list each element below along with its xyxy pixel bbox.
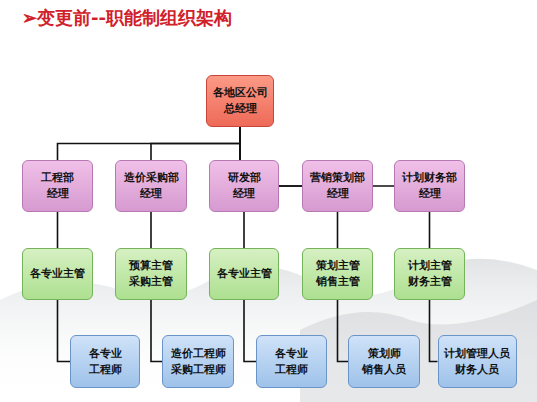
supervisor-box: 各专业主管 — [22, 248, 93, 300]
node-label: 营销策划部 经理 — [309, 170, 367, 202]
node-label: 预算主管 采购主管 — [128, 258, 175, 290]
org-connector — [244, 300, 256, 362]
department-box: 造价采购部 经理 — [115, 160, 187, 212]
department-box: 研发部 经理 — [209, 160, 279, 212]
org-connector — [58, 127, 241, 160]
mountain-silhouette — [300, 300, 537, 402]
department-box: 计划财务部 经理 — [394, 160, 465, 212]
node-label: 造价工程师 采购工程师 — [169, 346, 227, 378]
node-label: 策划师 销售人员 — [361, 346, 408, 378]
node-label: 各专业 工程师 — [274, 346, 310, 378]
org-connector — [337, 212, 339, 248]
head-box: 各地区公司 总经理 — [206, 75, 274, 127]
org-connector — [150, 212, 152, 248]
supervisor-box: 预算主管 采购主管 — [115, 248, 187, 300]
node-label: 计划财务部 经理 — [401, 170, 459, 202]
node-label: 各专业主管 — [215, 266, 273, 282]
staff-box: 计划管理人员 财务人员 — [438, 335, 517, 388]
org-connector — [151, 127, 240, 160]
staff-box: 策划师 销售人员 — [348, 335, 420, 388]
org-connector — [338, 300, 349, 362]
node-label: 研发部 经理 — [226, 170, 262, 202]
staff-box: 造价工程师 采购工程师 — [162, 335, 234, 388]
department-box: 工程部 经理 — [22, 160, 93, 212]
department-box: 营销策划部 经理 — [302, 160, 373, 212]
node-label: 各地区公司 总经理 — [211, 85, 269, 117]
node-label: 计划管理人员 财务人员 — [443, 346, 512, 378]
org-connector — [58, 300, 71, 362]
org-connector — [151, 300, 162, 362]
org-connector — [430, 300, 438, 362]
node-label: 造价采购部 经理 — [122, 170, 180, 202]
org-connector — [57, 212, 59, 248]
org-connector — [243, 212, 245, 248]
staff-box: 各专业 工程师 — [256, 335, 327, 388]
slide-title: ➢变更前--职能制组织架构 — [22, 6, 232, 30]
node-label: 工程部 经理 — [40, 170, 76, 202]
supervisor-box: 各专业主管 — [209, 248, 279, 300]
org-connector — [429, 212, 431, 248]
supervisor-box: 计划主管 财务主管 — [394, 248, 465, 300]
staff-box: 各专业 工程师 — [70, 335, 140, 388]
supervisor-box: 策划主管 销售主管 — [302, 248, 373, 300]
node-label: 计划主管 财务主管 — [406, 258, 453, 290]
node-label: 策划主管 销售主管 — [314, 258, 361, 290]
node-label: 各专业主管 — [29, 266, 87, 282]
node-label: 各专业 工程师 — [87, 346, 123, 378]
